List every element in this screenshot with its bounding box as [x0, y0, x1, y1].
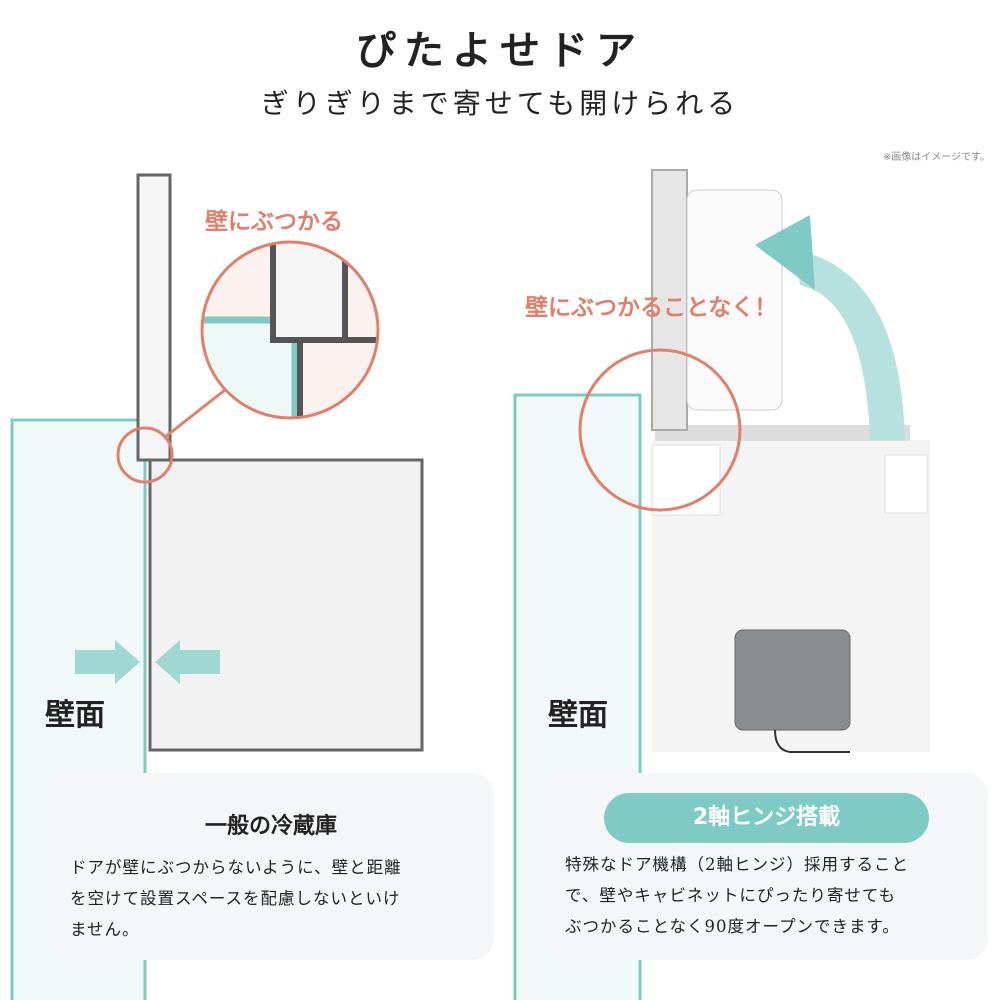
- left-small-circle: [116, 426, 174, 484]
- right-card-line: 特殊なドア機構（2軸ヒンジ）採用すること: [565, 855, 909, 874]
- arrow-right-icon: [75, 640, 140, 684]
- left-fridge-door: [136, 173, 172, 462]
- right-circle: [578, 348, 742, 512]
- left-card-line: を空けて設置スペースを配慮しないといけ: [70, 889, 401, 908]
- left-card-line: ドアが壁にぶつからないように、壁と距離: [70, 858, 402, 877]
- right-card-line: で、壁やキャビネットにぴったり寄せても: [565, 886, 897, 905]
- open-arrow-icon: [795, 250, 905, 440]
- left-card: 一般の冷蔵庫 ドアが壁にぶつからないように、壁と距離 を空けて設置スペースを配慮…: [48, 773, 494, 960]
- right-callout: 壁にぶつかることなく！: [525, 295, 778, 321]
- left-fridge-body: [148, 458, 424, 752]
- control-panel: [734, 629, 851, 731]
- page-title: ぴたよせドア: [356, 27, 644, 74]
- right-card: 2軸ヒンジ搭載 特殊なドア機構（2軸ヒンジ）採用すること で、壁やキャビネットに…: [545, 773, 988, 960]
- left-card-body: ドアが壁にぶつからないように、壁と距離 を空けて設置スペースを配慮しないといけ …: [48, 840, 494, 945]
- left-callout: 壁にぶつかる: [205, 209, 343, 235]
- left-zoom-detail: [202, 242, 378, 418]
- left-card-line: ません。: [70, 920, 140, 939]
- page-subtitle: ぎりぎりまで寄せても開けられる: [260, 87, 740, 120]
- right-wall-label: 壁面: [548, 698, 608, 733]
- feature-badge: 2軸ヒンジ搭載: [604, 793, 929, 843]
- left-wall-label: 壁面: [45, 698, 105, 733]
- arrow-left-icon: [155, 640, 220, 684]
- image-note: ※画像はイメージです。: [882, 152, 990, 163]
- left-card-title: 一般の冷蔵庫: [204, 814, 337, 839]
- right-card-line: ぶつかることなく90度オープンできます。: [565, 917, 900, 936]
- right-card-body: 特殊なドア機構（2軸ヒンジ）採用すること で、壁やキャビネットにぴったり寄せても…: [545, 843, 988, 942]
